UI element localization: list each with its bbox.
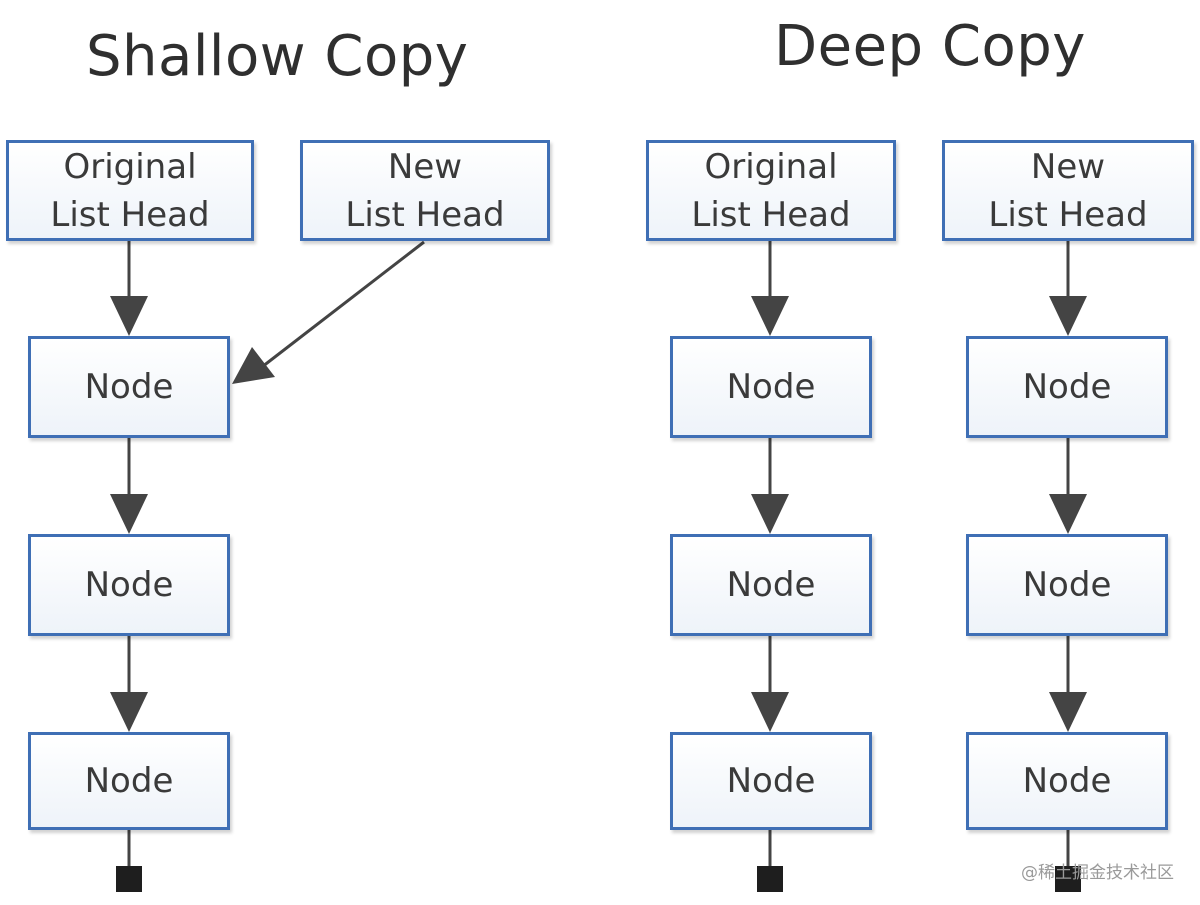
null-terminator [757,866,783,892]
original-list-head-box: Original List Head [6,140,254,241]
arrowhead [1049,296,1087,336]
arrowhead [110,692,148,732]
original-list-head-box: Original List Head [646,140,896,241]
arrowhead [751,692,789,732]
arrowhead [1049,692,1087,732]
node-box: Node [670,336,872,438]
node-label: Node [1022,761,1112,801]
node-label: Node [84,565,174,605]
arrowhead [110,296,148,336]
new-list-head-box: New List Head [942,140,1194,241]
shared-node-box: Node [28,336,230,438]
node-label: Node [726,761,816,801]
box-label-line: New [1030,146,1106,187]
arrowhead [110,494,148,534]
deep-copy-title: Deep Copy [774,14,1086,79]
box-label-line: List Head [691,194,851,235]
arrowhead [232,347,275,384]
node-label: Node [726,367,816,407]
node-label: Node [1022,565,1112,605]
box-label-line: Original [63,146,197,187]
node-label: Node [726,565,816,605]
box-label-line: List Head [345,194,505,235]
node-box: Node [966,534,1168,636]
null-terminator [1055,866,1081,892]
node-label: Node [84,761,174,801]
new-list-head-box: New List Head [300,140,550,241]
node-box: Node [28,534,230,636]
node-box: Node [670,732,872,830]
node-box: Node [670,534,872,636]
box-label-line: List Head [988,194,1148,235]
shallow-copy-title: Shallow Copy [86,24,469,89]
arrowhead [751,296,789,336]
node-label: Node [84,367,174,407]
node-box: Node [966,732,1168,830]
null-terminator [116,866,142,892]
box-label-line: Original [704,146,838,187]
watermark: @稀土掘金技术社区 [1021,863,1174,883]
arrow-new-head-to-shared-node [257,240,425,372]
box-label-line: New [387,146,463,187]
node-box: Node [966,336,1168,438]
box-label-line: List Head [50,194,210,235]
arrowhead [751,494,789,534]
node-label: Node [1022,367,1112,407]
arrowhead [1049,494,1087,534]
node-box: Node [28,732,230,830]
